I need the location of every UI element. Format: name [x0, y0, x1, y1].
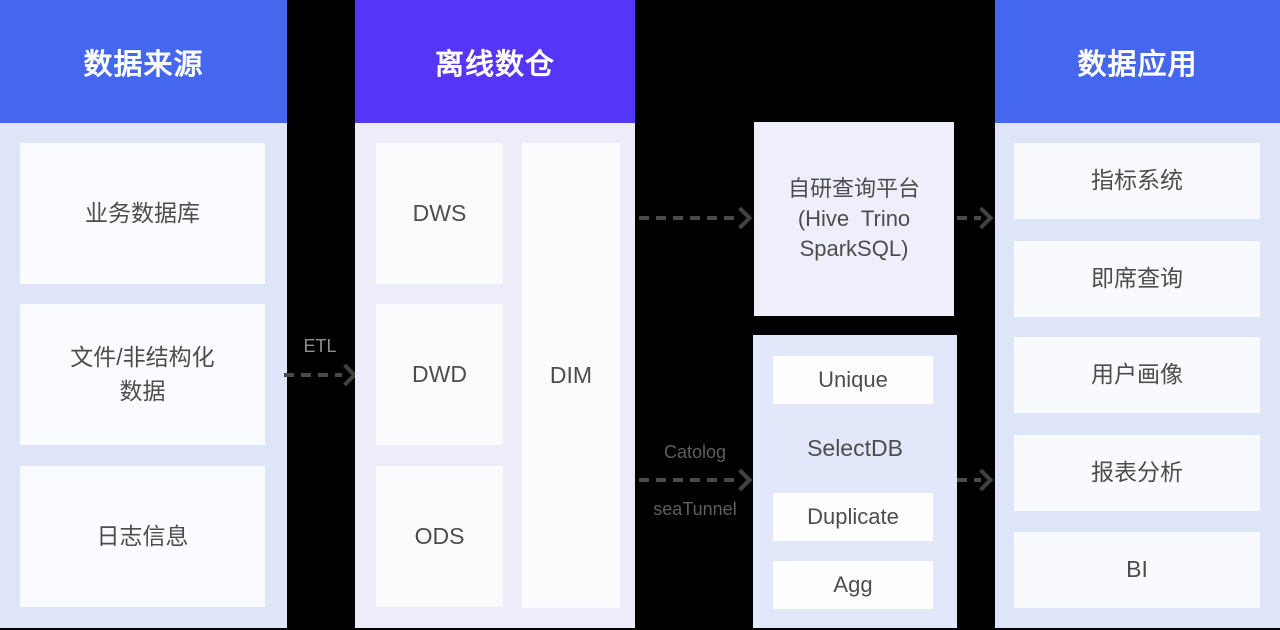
offline-warehouse-title: 离线数仓: [434, 48, 555, 81]
data-sources-header: 数据来源: [0, 0, 287, 123]
warehouse-to-query-arrow-line: [639, 216, 737, 220]
card-dwd-label: DWD: [412, 360, 467, 387]
query-to-apps-arrow-head-icon: [970, 206, 994, 230]
card-bi-label: BI: [1126, 556, 1148, 583]
warehouse-to-selectdb-arrow-head-icon: [729, 468, 753, 492]
card-log-info-label: 日志信息: [96, 522, 189, 549]
column-offline-warehouse: 离线数仓 DWS DWD ODS DIM: [355, 0, 635, 628]
query-platform-line1: 自研查询平台: [787, 176, 920, 201]
data-sources-title: 数据来源: [83, 48, 204, 81]
data-apps-title: 数据应用: [1077, 48, 1198, 81]
card-bi: BI: [1014, 532, 1260, 608]
card-business-database: 业务数据库: [20, 143, 265, 284]
card-duplicate-label: Duplicate: [807, 504, 899, 530]
query-to-apps-arrow-line: [957, 216, 981, 220]
data-apps-body: 指标系统 即席查询 用户画像 报表分析 BI: [995, 123, 1280, 628]
card-unstructured-files: 文件/非结构化数据: [20, 304, 265, 445]
card-dws-label: DWS: [412, 199, 467, 226]
data-sources-body: 业务数据库 文件/非结构化数据 日志信息: [0, 123, 287, 628]
etl-arrow-head-icon: [334, 363, 358, 387]
card-unstructured-files-label: 文件/非结构化数据: [70, 344, 215, 404]
card-business-database-label: 业务数据库: [85, 199, 200, 226]
column-data-apps: 数据应用 指标系统 即席查询 用户画像 报表分析 BI: [995, 0, 1280, 628]
etl-label: ETL: [303, 336, 337, 356]
column-data-sources: 数据来源 业务数据库 文件/非结构化数据 日志信息: [0, 0, 287, 628]
card-dim-label: DIM: [549, 361, 593, 388]
card-user-profile: 用户画像: [1014, 337, 1260, 413]
data-apps-header: 数据应用: [995, 0, 1280, 123]
card-metrics-system: 指标系统: [1014, 143, 1260, 219]
catolog-label: Catolog: [663, 442, 727, 462]
etl-arrow-line: [284, 373, 342, 377]
card-ods-label: ODS: [414, 522, 465, 549]
card-adhoc-query: 即席查询: [1014, 241, 1260, 317]
card-agg-label: Agg: [833, 572, 873, 598]
card-duplicate: Duplicate: [773, 493, 933, 541]
card-user-profile-label: 用户画像: [1091, 361, 1183, 388]
card-adhoc-query-label: 即席查询: [1091, 265, 1183, 292]
selectdb-to-apps-arrow-head-icon: [970, 468, 994, 492]
card-dws: DWS: [376, 143, 503, 284]
offline-warehouse-body: DWS DWD ODS DIM: [355, 123, 635, 628]
selectdb-to-apps-arrow-line: [957, 478, 981, 482]
card-dwd: DWD: [376, 304, 503, 445]
selectdb-label: SelectDB: [807, 435, 903, 461]
card-ods: ODS: [376, 466, 503, 607]
warehouse-to-query-arrow-head-icon: [729, 206, 753, 230]
query-platform-box: 自研查询平台 (Hive Trino SparkSQL): [754, 122, 954, 316]
card-unique-label: Unique: [818, 367, 888, 393]
card-dim: DIM: [522, 143, 620, 608]
seatunnel-label: seaTunnel: [653, 499, 737, 519]
card-metrics-system-label: 指标系统: [1091, 167, 1183, 194]
offline-warehouse-header: 离线数仓: [355, 0, 635, 123]
card-agg: Agg: [773, 561, 933, 609]
card-unique: Unique: [773, 356, 933, 404]
bottom-edge: [0, 628, 1280, 630]
card-log-info: 日志信息: [20, 466, 265, 607]
selectdb-box: Unique SelectDB Duplicate Agg: [753, 335, 957, 628]
card-report-analysis-label: 报表分析: [1091, 459, 1183, 486]
card-report-analysis: 报表分析: [1014, 435, 1260, 511]
query-platform-line2: (Hive Trino SparkSQL): [797, 206, 911, 261]
warehouse-to-selectdb-arrow-line: [639, 478, 737, 482]
